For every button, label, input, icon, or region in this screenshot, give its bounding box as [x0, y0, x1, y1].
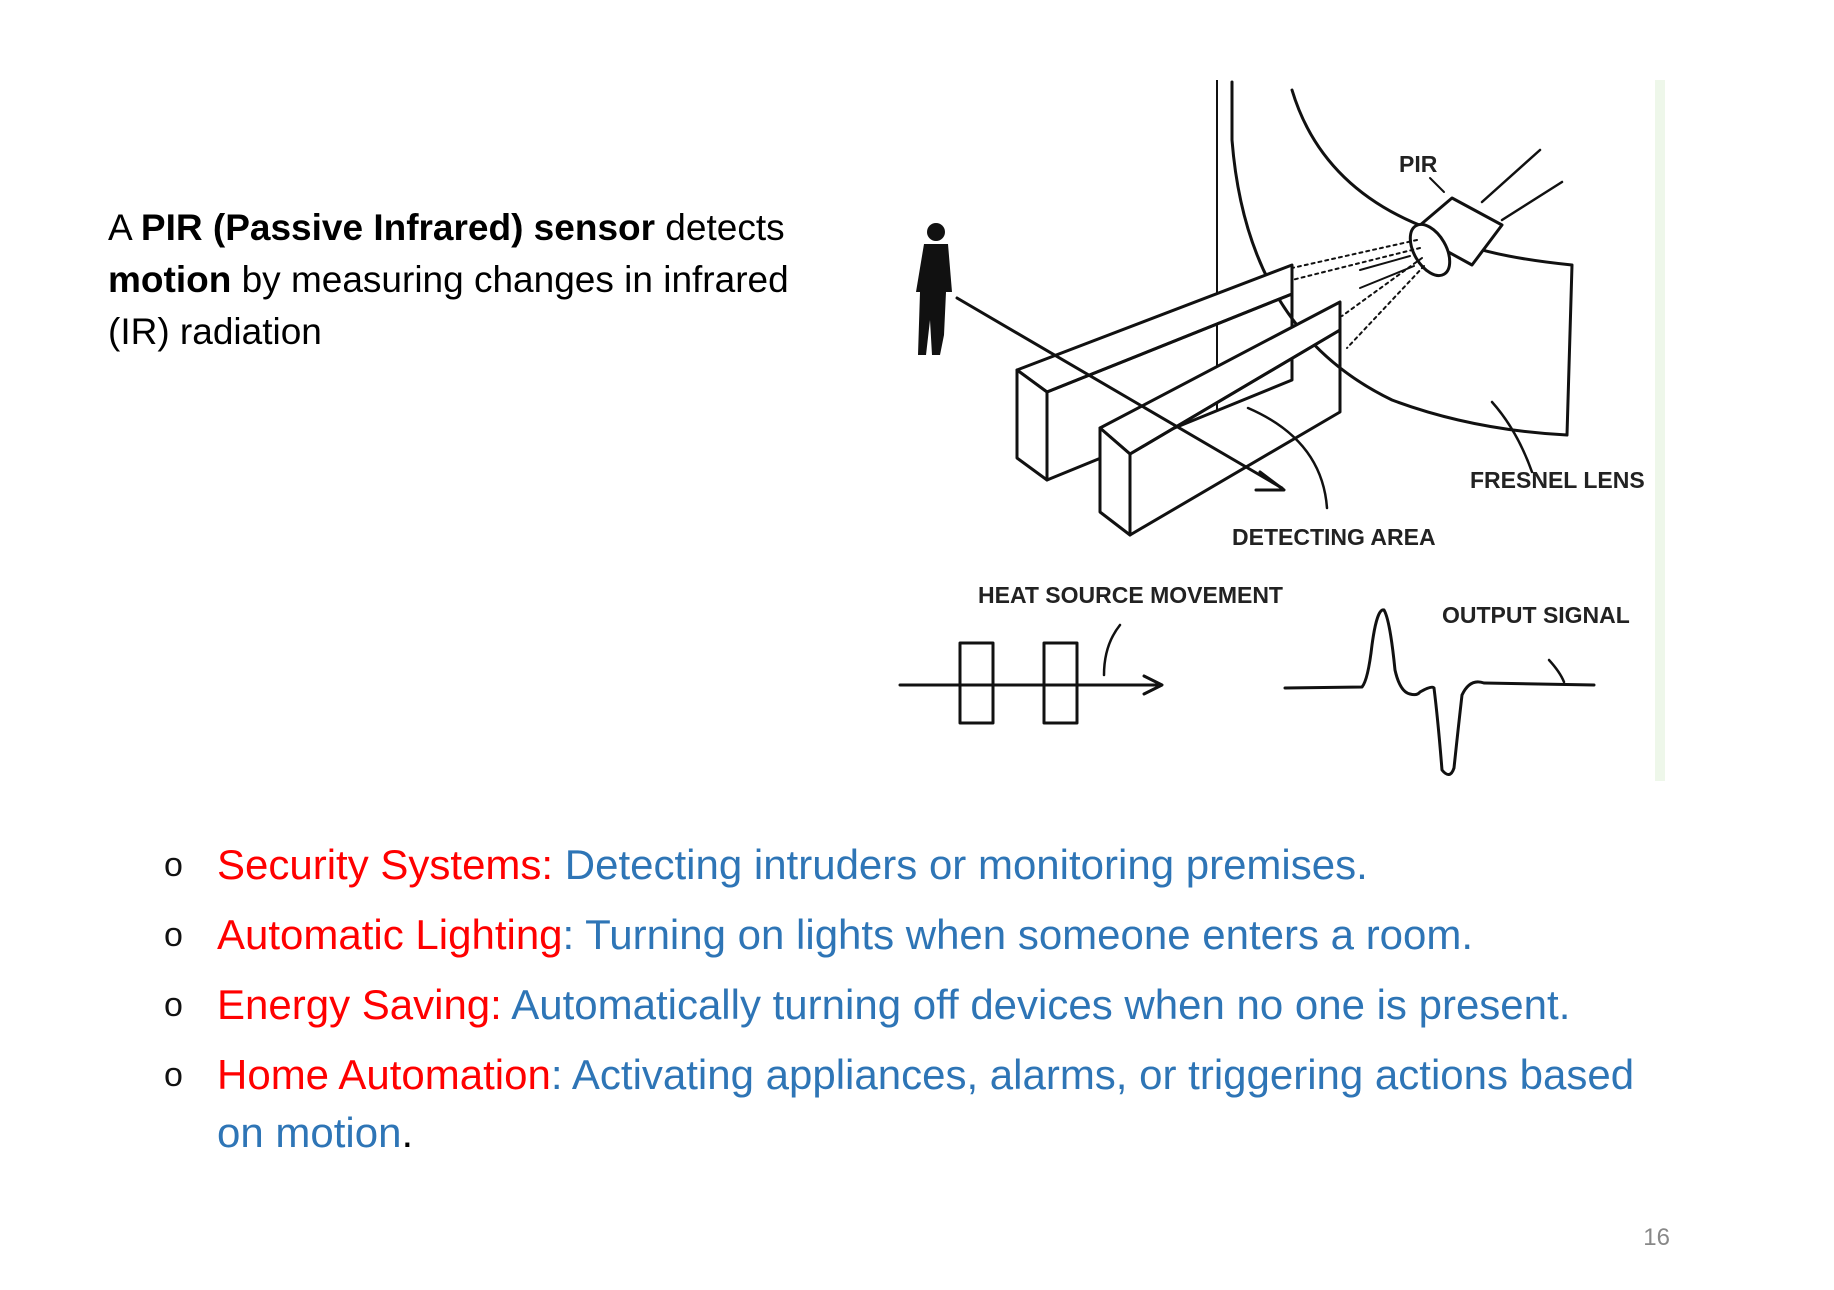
movement-path-arrowhead [1254, 470, 1286, 492]
person-icon [916, 223, 952, 355]
application-tail: . [401, 1109, 414, 1156]
movement-path-line [955, 296, 1284, 490]
pir-leader [1429, 177, 1445, 193]
application-term: Automatic Lighting [217, 911, 563, 958]
application-term: Home Automation [217, 1051, 551, 1098]
heat-source-box-2 [1042, 641, 1079, 725]
bullet-circle-icon: o [164, 1056, 183, 1094]
fresnel-lens-panel [1230, 80, 1574, 437]
applications-list: o Security Systems: Detecting intruders o… [160, 836, 1680, 1174]
dotted-beam-2 [1291, 247, 1421, 281]
heat-source-box-1 [958, 641, 995, 725]
list-item: o Home Automation: Activating appliances,… [160, 1046, 1680, 1162]
label-fresnel-lens: FRESNEL LENS [1470, 467, 1645, 493]
label-detecting-area: DETECTING AREA [1232, 524, 1436, 550]
label-pir: PIR [1399, 151, 1438, 177]
list-item: o Energy Saving: Automatically turning of… [160, 976, 1680, 1034]
bullet-circle-icon: o [164, 916, 183, 954]
list-item: o Security Systems: Detecting intruders o… [160, 836, 1680, 894]
application-description: : Turning on lights when someone enters … [562, 911, 1474, 958]
dotted-beam-3 [1341, 257, 1423, 317]
pir-diagram-svg: PIR FRESNEL LENS DETECTING AREA HEAT SOU… [898, 80, 1645, 776]
intro-motion: motion [108, 259, 232, 300]
fresnel-lens-leader [1490, 400, 1534, 474]
pir-sensor-lens [1408, 222, 1452, 278]
heat-movement-arrowhead [1142, 674, 1164, 696]
intro-suffix: by measuring changes in infrared (IR) ra… [108, 259, 789, 352]
intro-mid: detects [655, 207, 785, 248]
application-description: Automatically turning off devices when n… [501, 981, 1571, 1028]
pir-beam-line-1 [1359, 255, 1411, 271]
detecting-area-leader [1246, 406, 1329, 510]
application-description: Detecting intruders or monitoring premis… [553, 841, 1368, 888]
dotted-beam-4 [1346, 265, 1425, 349]
intro-paragraph: A PIR (Passive Infrared) sensor detects … [108, 202, 828, 358]
label-output-signal: OUTPUT SIGNAL [1442, 602, 1630, 628]
intro-prefix: A [108, 207, 141, 248]
output-signal-waveform [1283, 608, 1596, 776]
pir-lead-2 [1500, 180, 1564, 222]
list-item: o Automatic Lighting: Turning on lights w… [160, 906, 1680, 964]
pir-sensor-diagram: PIR FRESNEL LENS DETECTING AREA HEAT SOU… [872, 80, 1665, 781]
output-signal-leader [1547, 658, 1566, 684]
bullet-circle-icon: o [164, 986, 183, 1024]
page-number: 16 [1643, 1224, 1670, 1251]
pir-beam-line-2 [1359, 265, 1415, 289]
heat-source-leader [1102, 623, 1122, 677]
dotted-beam-1 [1291, 239, 1418, 269]
application-description: : Activating appliances, alarms, or trig… [217, 1051, 1635, 1156]
detection-zone-2-side [1128, 328, 1342, 537]
application-term: Energy Saving: [217, 981, 502, 1028]
intro-term: PIR (Passive Infrared) sensor [140, 207, 656, 248]
pir-lead-1 [1480, 148, 1542, 204]
application-term: Security Systems: [217, 841, 554, 888]
pir-sensor-body [1410, 196, 1504, 267]
bullet-circle-icon: o [164, 846, 183, 884]
label-heat-source-movement: HEAT SOURCE MOVEMENT [978, 582, 1283, 608]
